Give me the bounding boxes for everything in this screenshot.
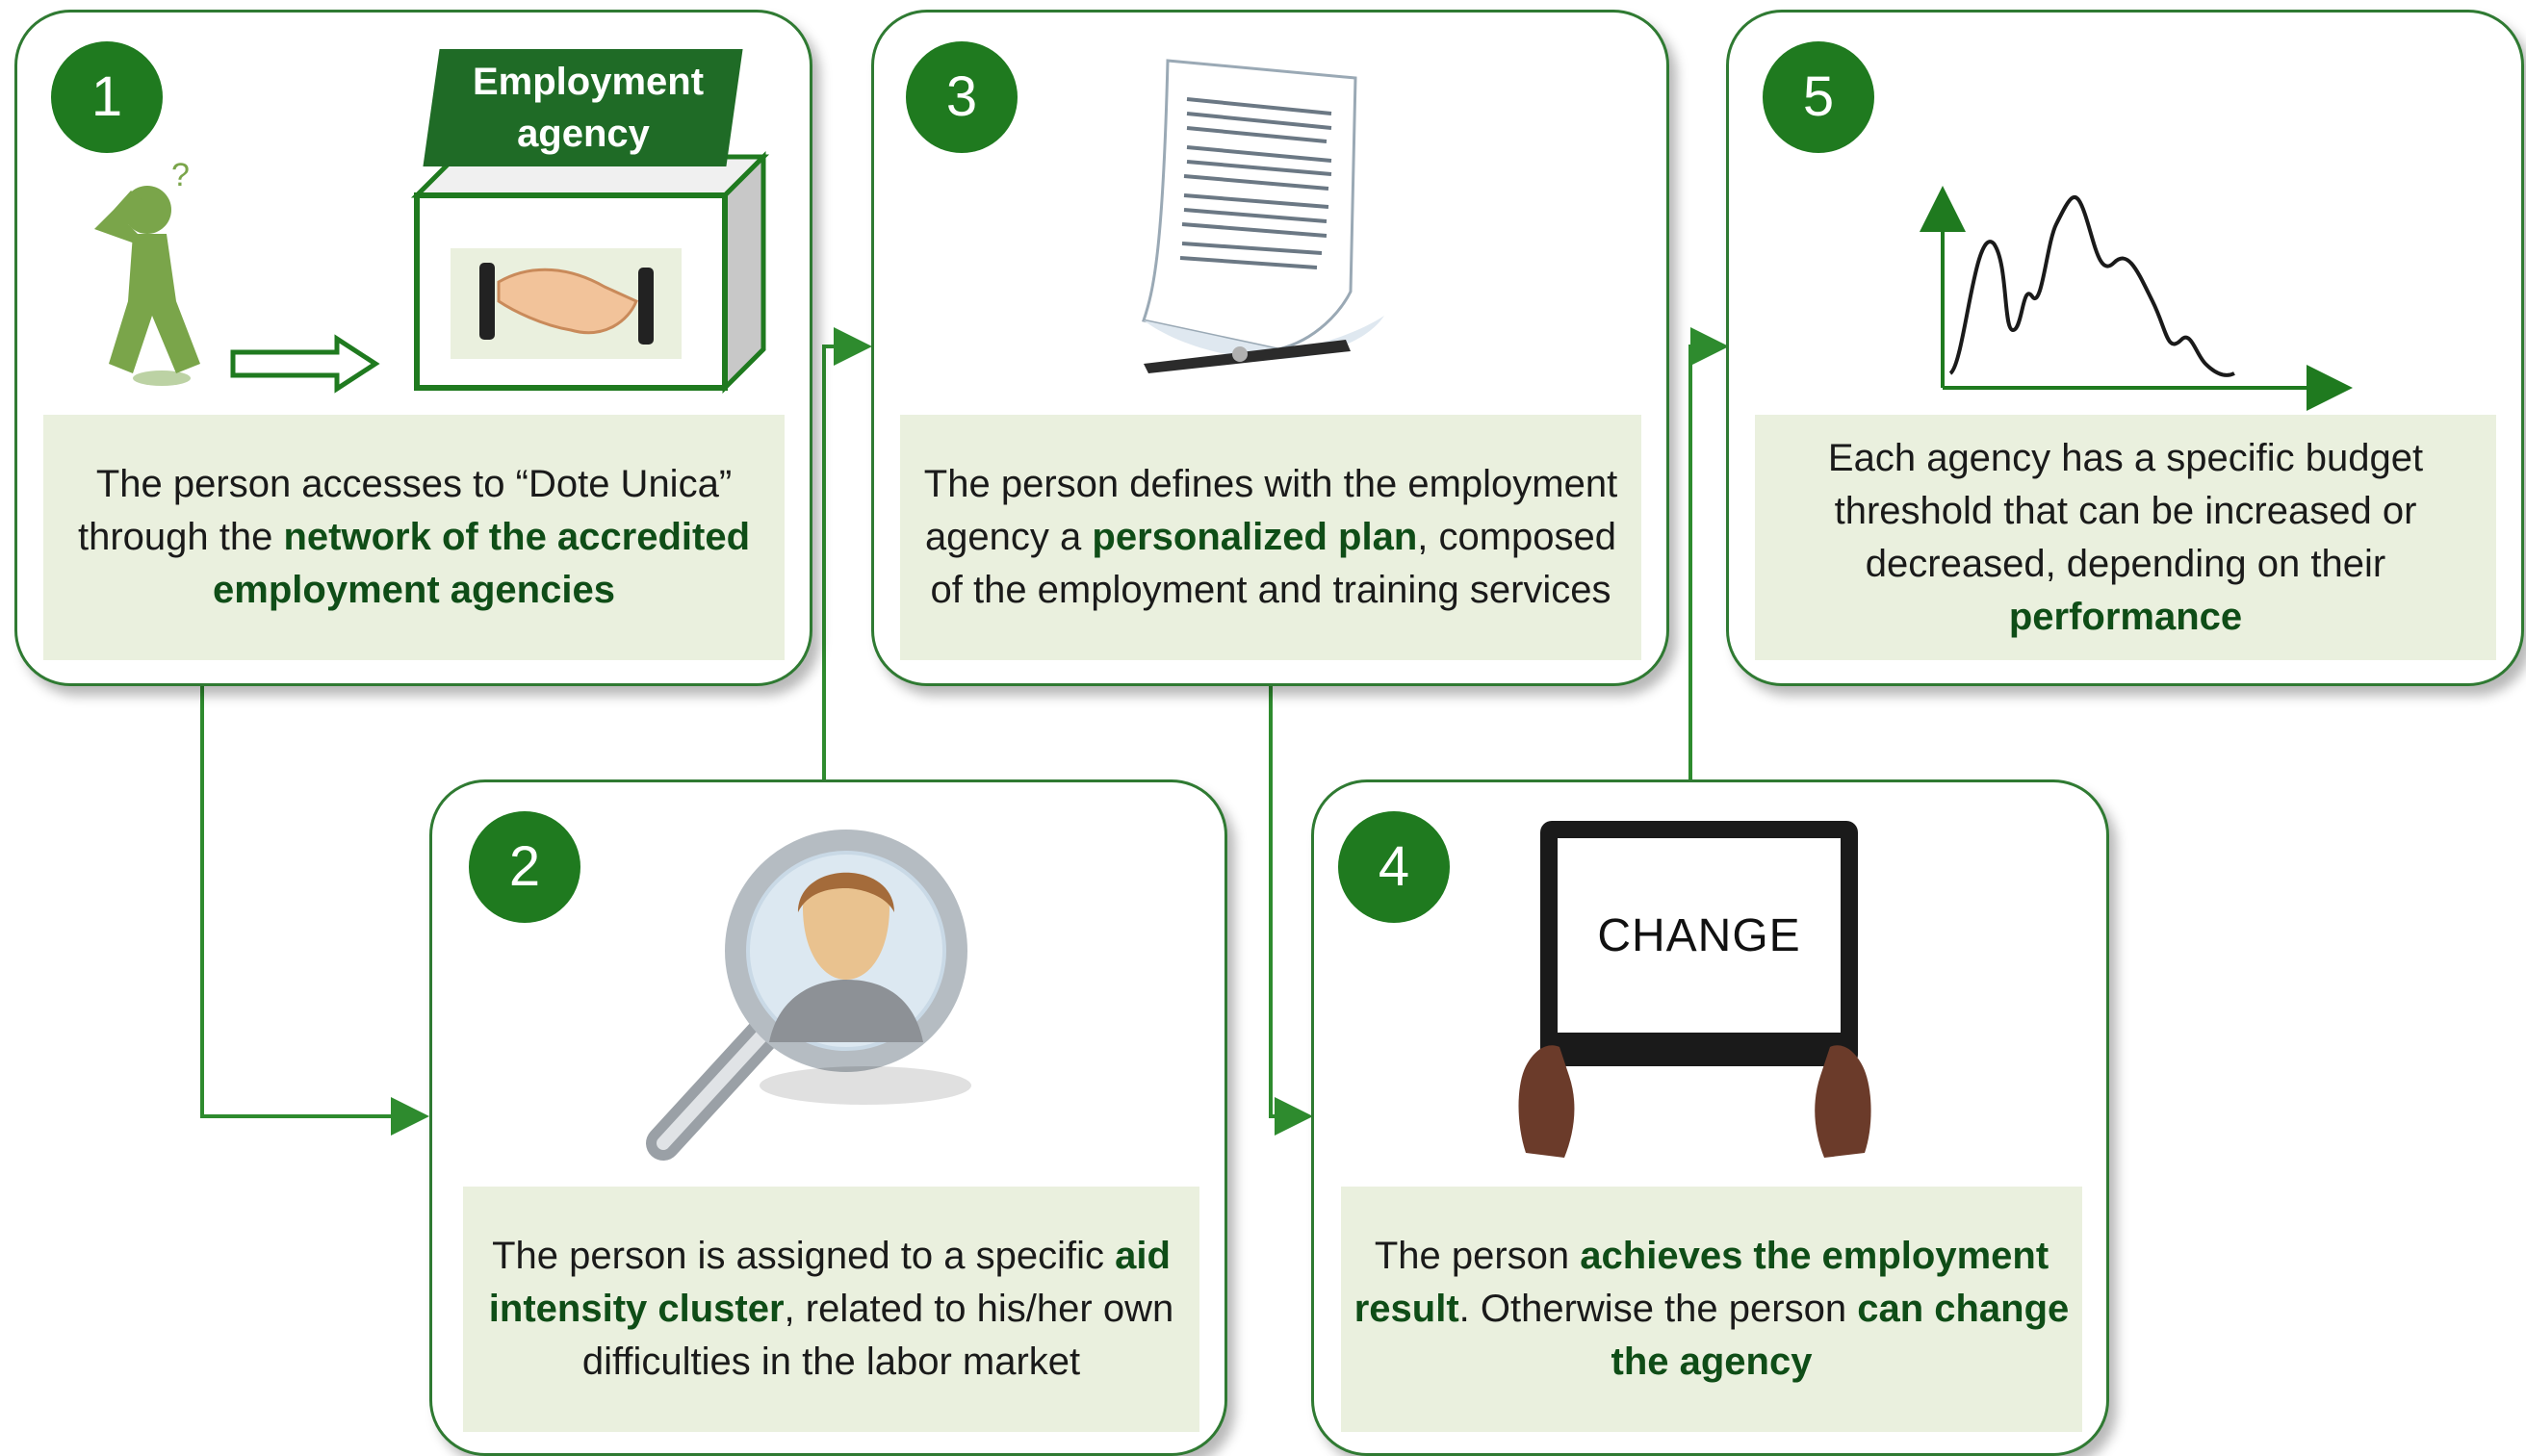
agency-building-icon (410, 150, 770, 395)
document-pen-icon (1142, 59, 1384, 373)
step-3-number-badge: 3 (906, 41, 1018, 153)
step-5-description: Each agency has a specific budget thresh… (1755, 415, 2496, 660)
step-2-description: The person is assigned to a specific aid… (463, 1187, 1199, 1432)
performance-chart-icon (1920, 186, 2353, 411)
change-sign-icon: CHANGE (1540, 821, 1858, 1066)
connector-1-to-2 (200, 683, 429, 1136)
change-sign-screen: CHANGE (1558, 838, 1841, 1033)
connector-4-to-5 (1688, 327, 1729, 779)
arrow-to-agency-icon (230, 334, 380, 394)
step-5-card: 5 Each agency has a specific budget thre… (1726, 10, 2524, 686)
step-4-description: The person achieves the employment resul… (1341, 1187, 2082, 1432)
agency-label-banner: Employment agency (423, 49, 743, 166)
change-sign-label: CHANGE (1597, 909, 1801, 961)
step-1-card: 1 ? Employment agency The person accesse… (14, 10, 812, 686)
step-2-number-badge: 2 (469, 811, 580, 923)
svg-text:?: ? (171, 157, 190, 193)
step-4-number-badge: 4 (1338, 811, 1450, 923)
step-1-description: The person accesses to “Dote Unica” thro… (43, 415, 785, 660)
thinking-person-icon: ? (94, 157, 200, 386)
step-5-number-badge: 5 (1763, 41, 1874, 153)
step-2-card: 2 The person is assigned to a specific a… (429, 779, 1227, 1456)
connector-3-to-4 (1269, 683, 1313, 1136)
step-1-number-badge: 1 (51, 41, 163, 153)
holding-hands-icon (1518, 1045, 1871, 1158)
step-3-description: The person defines with the employment a… (900, 415, 1641, 660)
connector-2-to-3 (822, 327, 872, 779)
step-3-card: 3 The person defines with the employment… (871, 10, 1669, 686)
magnifier-person-icon (646, 830, 971, 1161)
agency-label: Employment agency (472, 61, 704, 155)
step-4-card: 4 CHANGE The person achieves the employm… (1311, 779, 2109, 1456)
